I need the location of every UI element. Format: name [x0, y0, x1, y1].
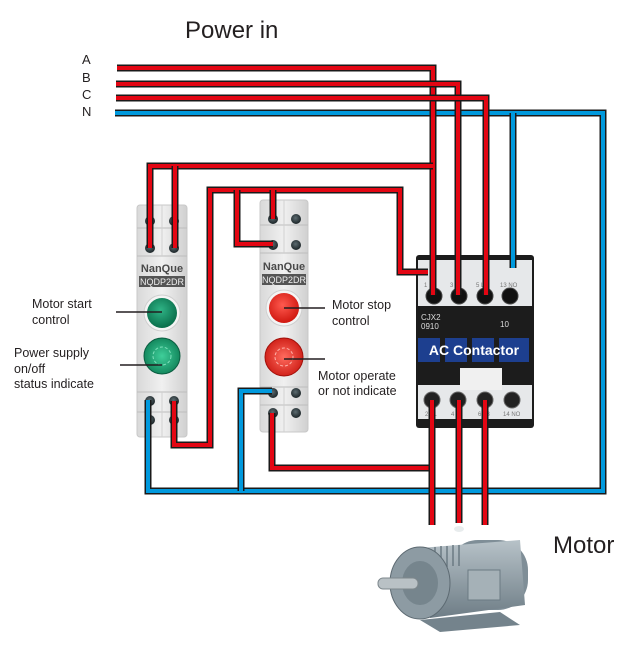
terminal-14no: [503, 391, 521, 409]
control-wire: [170, 186, 432, 472]
contactor-model-1: CJX2: [421, 313, 441, 322]
motor-stop-label-1: Motor stop: [332, 298, 391, 312]
phase-wire-c: [116, 94, 490, 295]
diagram-title: Power in: [185, 17, 278, 44]
phase-wire-b: [116, 80, 462, 295]
contactor-model-2: 0910: [421, 322, 439, 331]
power-status-label-2: on/off: [14, 362, 46, 376]
motor-base: [420, 612, 520, 632]
motor-run-lamp: [264, 337, 304, 377]
motor-leads: [428, 400, 489, 525]
annotations: Motor start control Power supply on/off …: [14, 297, 397, 398]
power-status-lamp: [143, 337, 181, 375]
motor-run-label-2: or not indicate: [318, 384, 397, 398]
neutral-wire-n: [115, 109, 607, 495]
phase-label-n: N: [82, 104, 91, 119]
phase-wire-a: [117, 64, 437, 295]
power-status-label-3: status indicate: [14, 377, 94, 391]
power-status-label-1: Power supply: [14, 346, 90, 360]
terminal-label: 5 L3: [476, 283, 488, 289]
left-module-model: NQDP2DR: [140, 277, 185, 287]
terminal-13no: [501, 287, 519, 305]
phase-label-a: A: [82, 52, 91, 67]
motor-stop-label-2: control: [332, 314, 370, 328]
phase-label-b: B: [82, 70, 91, 85]
motor-start-label-1: Motor start: [32, 297, 92, 311]
screw-terminal: [291, 240, 301, 250]
terminal-label: 13 NO: [500, 283, 518, 289]
motor-terminal-box: [467, 569, 501, 601]
screw-terminal: [291, 214, 301, 224]
screw-terminal: [291, 388, 301, 398]
motor-run-label-1: Motor operate: [318, 369, 396, 383]
phase-label-c: C: [82, 87, 91, 102]
left-module-brand: NanQue: [141, 263, 183, 275]
screw-terminal: [291, 408, 301, 418]
contactor-label: AC Contactor: [429, 342, 520, 358]
motor-shaft: [377, 577, 419, 590]
motor: Motor: [377, 526, 614, 632]
motor-label: Motor: [553, 532, 614, 559]
wires: [115, 64, 607, 525]
motor-start-label-2: control: [32, 313, 70, 327]
terminal-label: 14 NO: [503, 412, 521, 418]
right-module-model: NQDP2DR: [262, 275, 307, 285]
motor-start-button[interactable]: [147, 298, 177, 328]
ac-contactor: 1 L1 3 L2 5 L3 13 NO CJX2 0910 10 AC Con…: [416, 255, 534, 428]
contactor-aux-code: 10: [500, 320, 509, 329]
right-module-brand: NanQue: [263, 261, 305, 273]
phase-labels: A B C N: [82, 52, 91, 119]
right-control-module: NanQue NQDP2DR: [259, 199, 309, 433]
